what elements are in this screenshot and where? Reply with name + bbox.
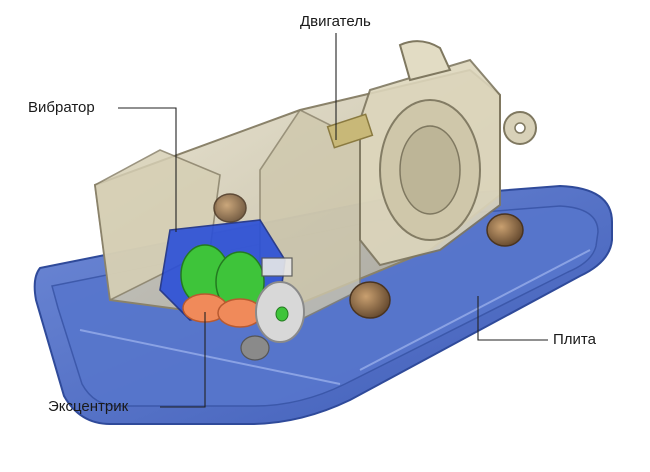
leader-eccentric <box>160 312 206 408</box>
label-motor: Двигатель <box>300 13 371 30</box>
label-vibrator: Вибратор <box>28 99 95 116</box>
label-eccentric: Эксцентрик <box>48 398 129 415</box>
motor-block <box>326 40 537 267</box>
vibrator-unit <box>159 219 305 343</box>
leader-plate <box>477 296 548 341</box>
leader-vibrator <box>118 107 177 232</box>
shock-mounts <box>213 193 524 361</box>
callout-leaders <box>118 33 548 408</box>
label-plate: Плита <box>553 331 596 348</box>
